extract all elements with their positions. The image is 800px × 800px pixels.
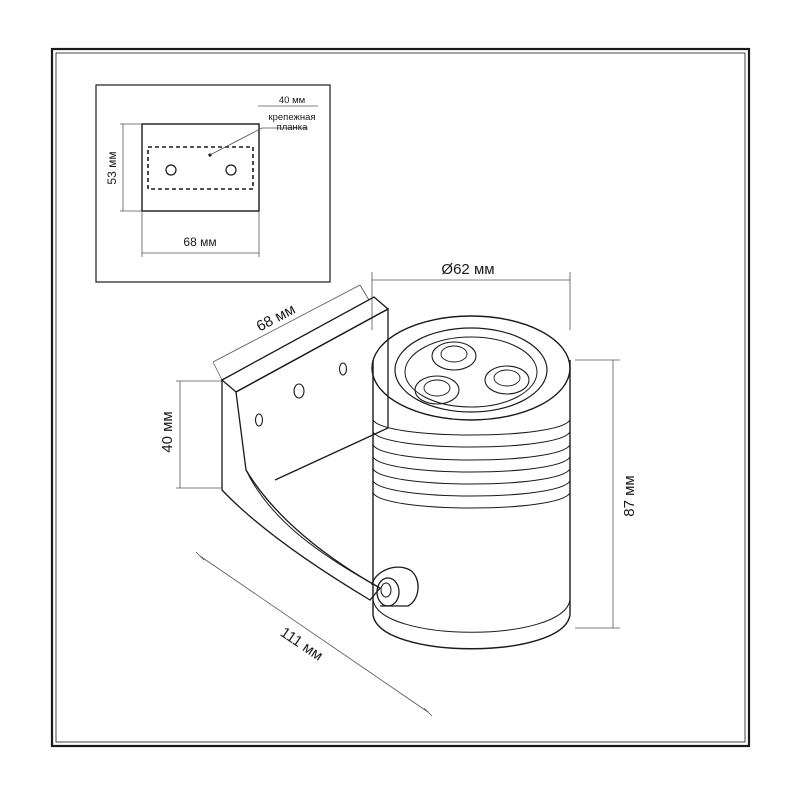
inset-width-label: 68 мм (183, 235, 216, 249)
bracket-hole-2 (293, 383, 305, 399)
drawing-frame (50, 47, 751, 748)
inset-height-label: 53 мм (105, 151, 119, 184)
bracket-hole-3 (338, 362, 348, 376)
inset-plate-caption-1: крепежная (268, 112, 315, 123)
inset-bracket-outline (141, 123, 260, 212)
pivot-screw (371, 566, 419, 607)
mounting-bracket (220, 296, 390, 601)
lamp-body (371, 315, 571, 650)
bracket-height-label: 40 мм (159, 411, 176, 452)
inset-hole-left (165, 164, 177, 176)
mounting-plate-inset: 40 мм крепежная планка 53 мм 68 мм (95, 84, 331, 283)
bracket-width-label: 68 мм (254, 301, 299, 335)
diameter-label: Ø62 мм (441, 261, 494, 278)
led-lens-3 (484, 365, 530, 395)
depth-dimension-line (199, 555, 429, 713)
inset-hole-right (225, 164, 237, 176)
inset-plate-leader (209, 127, 308, 156)
bracket-hole-1 (254, 413, 264, 427)
led-lens-2 (414, 375, 460, 405)
height-label: 87 мм (621, 475, 638, 516)
inset-plate-caption-2: планка (277, 122, 309, 133)
led-lens-1 (431, 341, 477, 371)
inset-mounting-plate (147, 146, 254, 190)
lamp-isometric-view: Ø62 мм 68 мм 40 мм 111 мм 87 мм (159, 261, 638, 717)
bracket-width-dimension-line (212, 284, 361, 363)
inset-plate-width-label: 40 мм (279, 95, 305, 106)
depth-label: 111 мм (277, 624, 326, 665)
